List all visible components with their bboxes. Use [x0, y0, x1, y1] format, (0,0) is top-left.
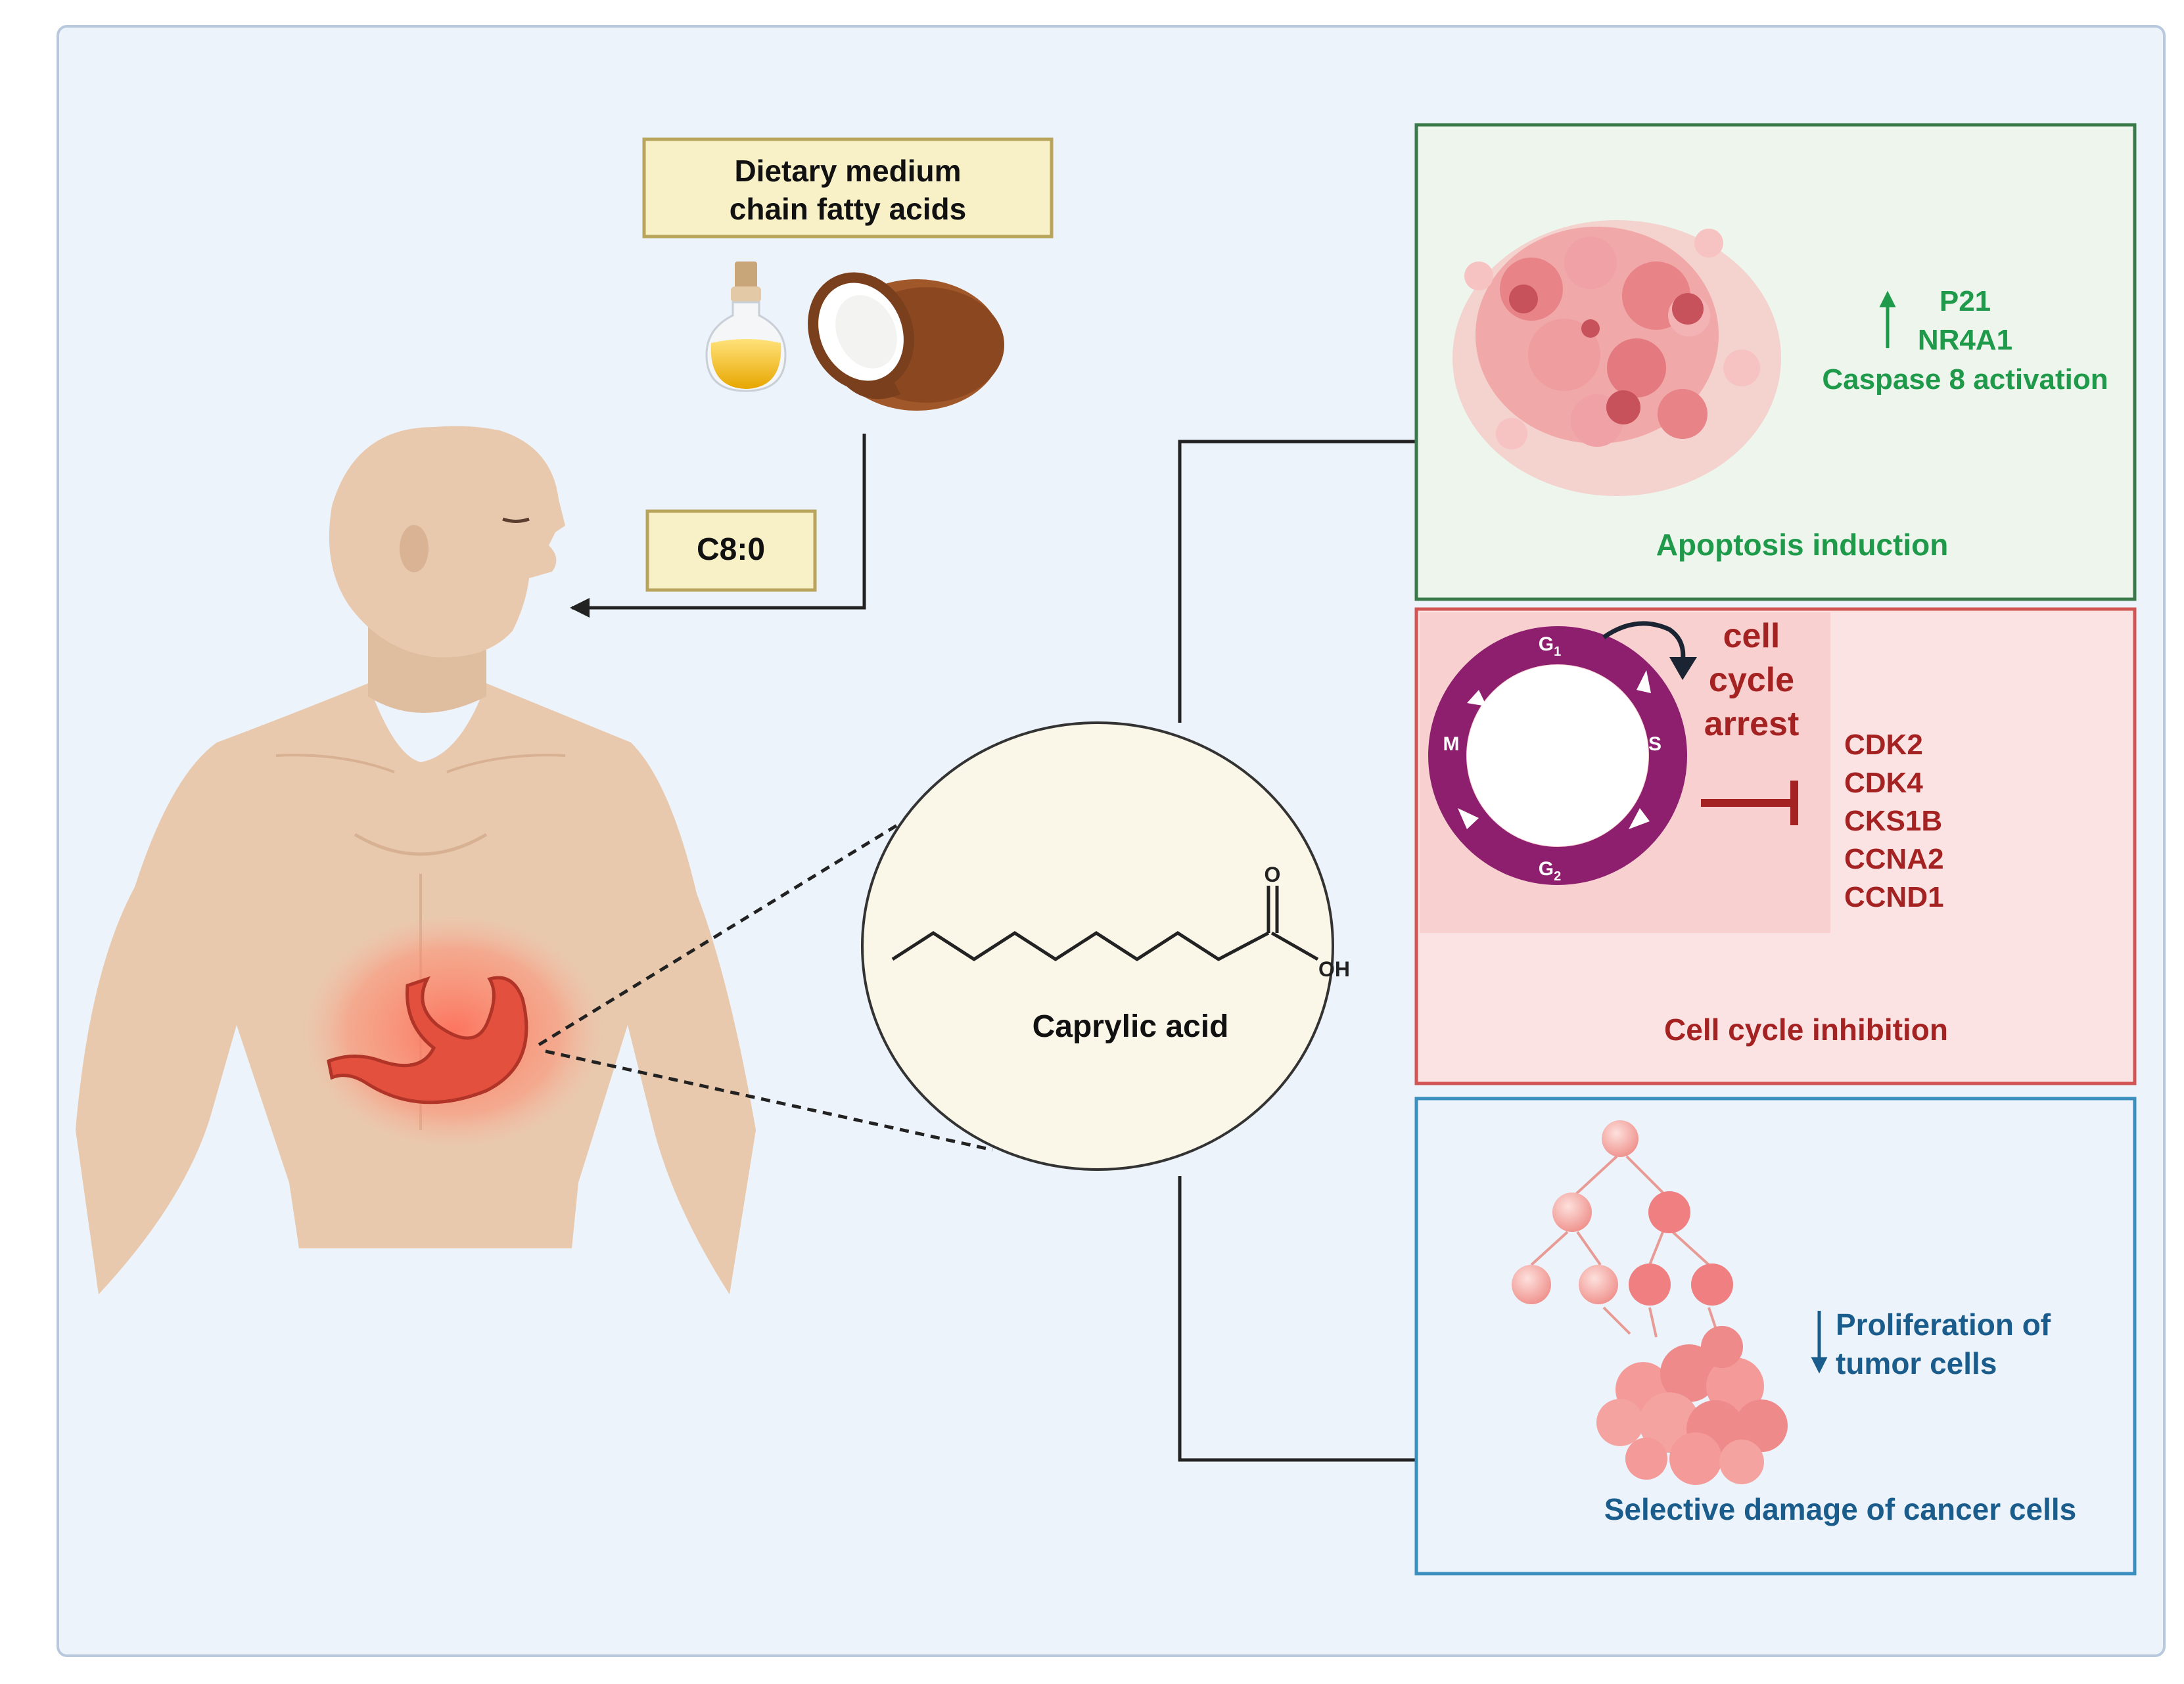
cell-cycle-ring: G1 G2 S M	[1428, 626, 1687, 885]
phase-g1-label: G1	[1539, 633, 1561, 659]
arrest-line2: cycle	[1709, 661, 1794, 699]
molecule-chain	[891, 931, 1270, 961]
proliferation-title: Selective damage of cancer cells	[1604, 1492, 2077, 1526]
zoom-line-top	[538, 793, 948, 1047]
arrow-to-apoptosis	[1178, 432, 1468, 723]
apoptosis-effect: Caspase 8 activation	[1822, 363, 2108, 396]
coconut-icon	[808, 272, 1004, 411]
cell-cycle-title: Cell cycle inhibition	[1664, 1013, 1948, 1047]
oil-bottle-icon	[705, 262, 787, 392]
arrow-to-proliferation	[1178, 1176, 1468, 1470]
dietary-source-box: Dietary medium chain fatty acids	[642, 137, 1054, 239]
stomach-icon	[302, 913, 605, 1150]
gene-inhibition-symbol	[1701, 781, 1798, 825]
molecule-name: Caprylic acid	[1033, 1009, 1229, 1044]
intake-arrow	[570, 434, 866, 618]
gene-ccnd1: CCND1	[1844, 881, 1944, 913]
apoptosis-gene-nr4a1: NR4A1	[1918, 324, 2012, 356]
proliferation-line1: Proliferation of	[1836, 1308, 2051, 1342]
source-label-line1: Dietary medium	[734, 154, 961, 188]
gene-cdk2: CDK2	[1844, 729, 1923, 761]
c8-label-box: C8:0	[645, 509, 817, 592]
apoptotic-cells-illustration	[1452, 220, 1781, 496]
apoptosis-panel: P21 NR4A1 Caspase 8 activation Apoptosis…	[1414, 123, 2137, 601]
phase-m-label: M	[1443, 733, 1460, 755]
molecule-atom-oh: OH	[1318, 957, 1350, 981]
gene-cdk4: CDK4	[1844, 767, 1923, 799]
zoom-line-bottom	[545, 1049, 993, 1152]
caprylic-acid-oval: O OH Caprylic acid	[861, 721, 1350, 1171]
cell-cycle-panel: G1 G2 S M cell cycle arrest CDK2 CDK4 CK…	[1414, 607, 2137, 1085]
arrest-line3: arrest	[1704, 705, 1800, 743]
molecule-atom-o: O	[1265, 863, 1281, 886]
cell-division-tree-illustration	[1512, 1120, 1788, 1485]
proliferation-line2: tumor cells	[1836, 1346, 1997, 1380]
proliferation-panel: Proliferation of tumor cells Selective d…	[1414, 1097, 2137, 1576]
tumor-cell-cluster	[1596, 1326, 1788, 1485]
apoptosis-title: Apoptosis induction	[1656, 528, 1949, 562]
source-label-line2: chain fatty acids	[730, 192, 966, 226]
phase-g2-label: G2	[1539, 858, 1561, 884]
gene-ccna2: CCNA2	[1844, 843, 1944, 875]
gene-cks1b: CKS1B	[1844, 805, 1942, 837]
apoptosis-gene-p21: P21	[1940, 285, 1991, 317]
phase-s-label: S	[1648, 733, 1661, 755]
cell-cycle-exit-arrow	[1602, 621, 1686, 663]
arrest-line1: cell	[1723, 617, 1780, 655]
c8-label: C8:0	[697, 532, 765, 567]
